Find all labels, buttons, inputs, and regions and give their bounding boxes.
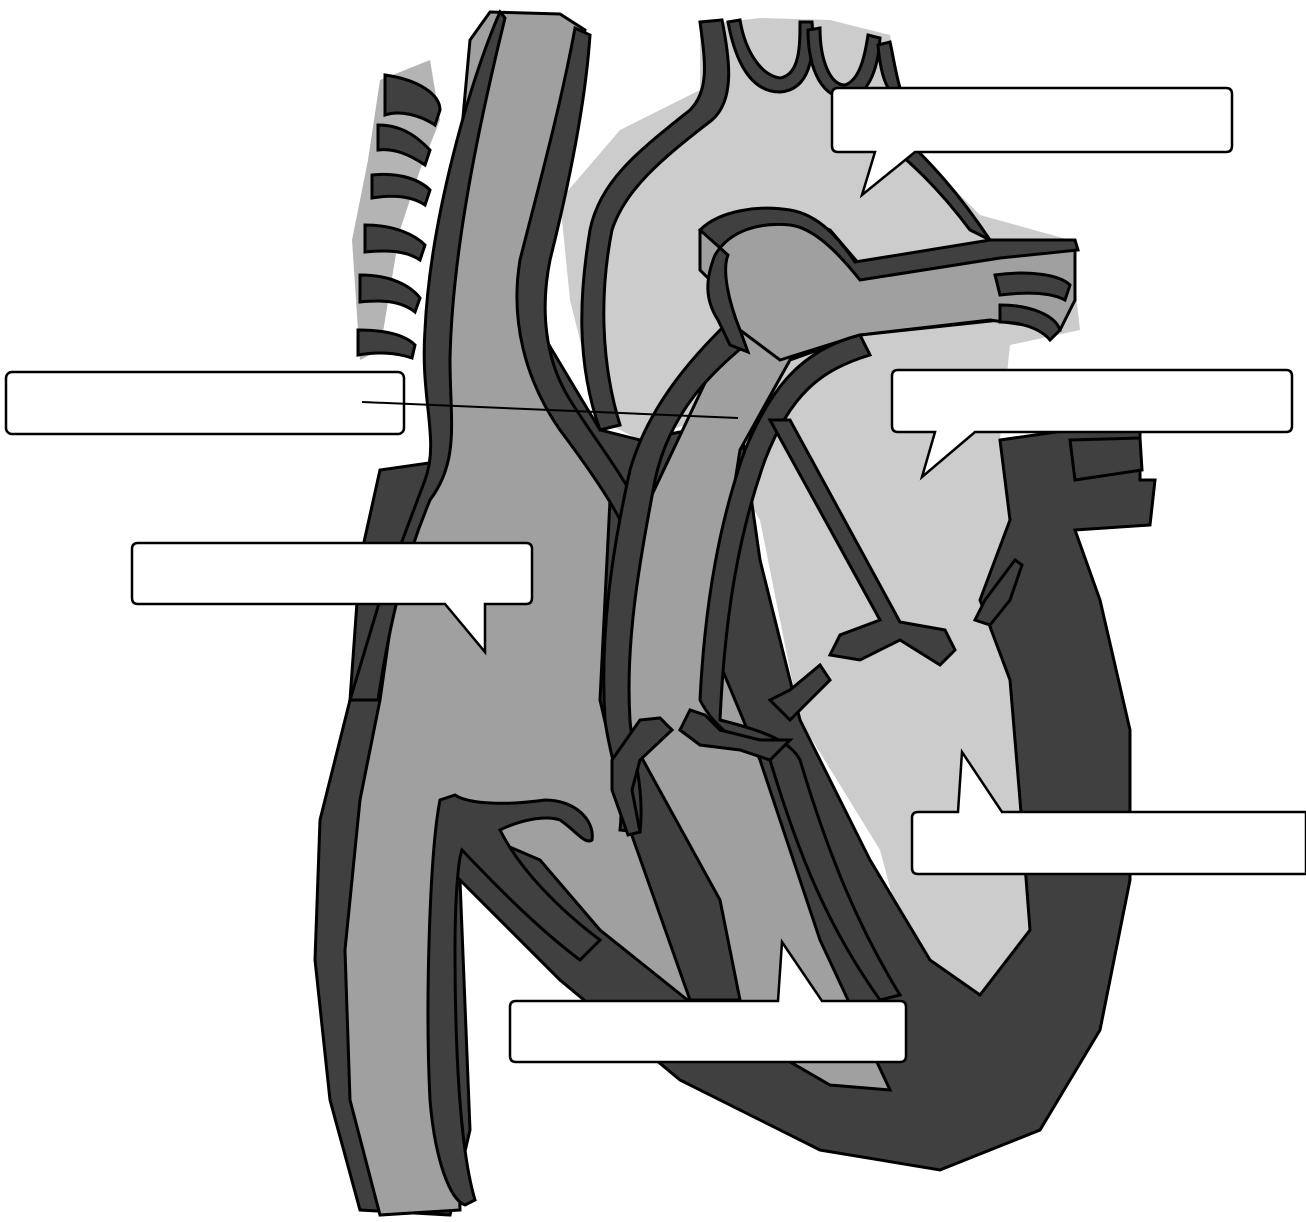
callout-right-atrium	[132, 543, 532, 652]
